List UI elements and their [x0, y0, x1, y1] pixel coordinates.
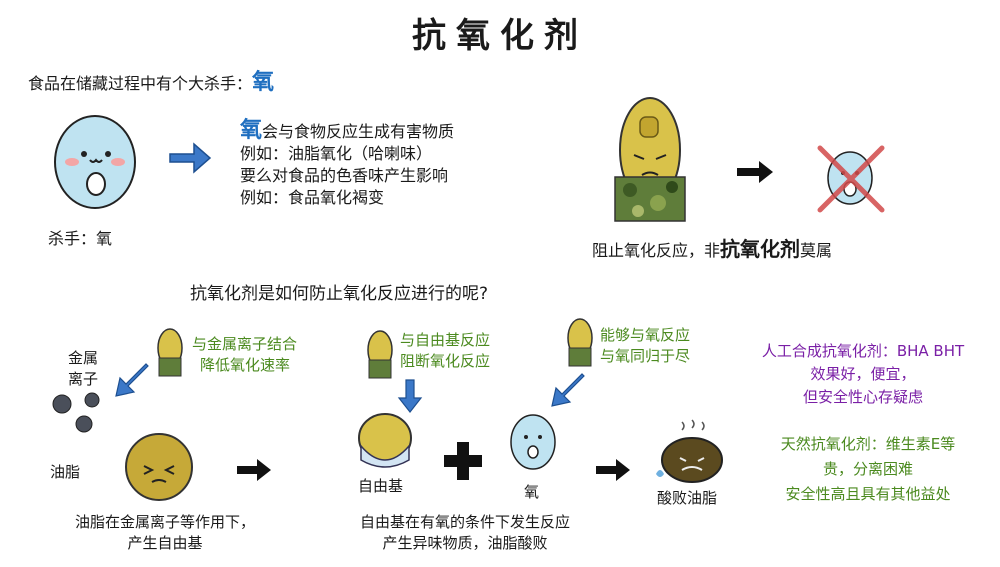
- mechanism-oxygen: 能够与氧反应 与氧同归于尽: [600, 326, 691, 365]
- mechanism-metal: 与金属离子结合 降低氧化速率: [192, 335, 298, 374]
- mechanism-radical: 与自由基反应 阻断氧化反应: [400, 331, 491, 370]
- natural-antioxidant-note: 天然抗氧化剂：维生素E等 贵，分离困难 安全性高且具有其他益处: [780, 435, 956, 503]
- synthetic-antioxidant-note: 人工合成抗氧化剂：BHA BHT 效果好，便宜， 但安全性心存疑虑: [761, 342, 965, 406]
- rancid-fat-label: 酸败油脂: [657, 489, 718, 507]
- intro-highlight: 氧: [252, 70, 275, 95]
- fat-droplet-icon: [125, 433, 193, 501]
- free-radical-label: 自由基: [358, 477, 404, 495]
- arrow-down-left-icon: [551, 373, 585, 407]
- arrow-right-icon: [596, 459, 630, 481]
- arrow-right-icon: [237, 459, 271, 481]
- intro-text: 食品在储藏过程中有个大杀手：: [28, 74, 253, 93]
- effects-line-3: 要么对食品的色香味产生影响: [240, 166, 449, 185]
- free-radical-icon: [358, 413, 412, 468]
- oxygen-label: 氧: [524, 483, 540, 501]
- effects-block: 氧会与食物反应生成有害物质 例如：油脂氧化（哈喇味） 要么对食品的色香味产生影响…: [240, 120, 454, 209]
- oxygen-crossed-icon: [817, 145, 885, 213]
- effects-line-2: 例如：油脂氧化（哈喇味）: [240, 144, 433, 163]
- antioxidant-small-icon: [567, 318, 593, 367]
- caption-middle: 自由基在有氧的条件下发生反应 产生异味物质，油脂酸败: [359, 513, 570, 552]
- arrow-down-left-icon: [115, 363, 149, 397]
- intro-line: 食品在储藏过程中有个大杀手：氧: [28, 72, 274, 95]
- metal-ion-icon: [52, 392, 100, 433]
- effects-highlight: 氧: [240, 118, 263, 143]
- effects-line-1: 氧会与食物反应生成有害物质: [240, 118, 455, 143]
- antioxidant-small-icon: [367, 330, 393, 379]
- fat-label: 油脂: [50, 463, 81, 481]
- arrow-down-icon: [397, 379, 423, 413]
- arrow-right-icon: [737, 161, 773, 183]
- caption-left: 油脂在金属离子等作用下， 产生自由基: [74, 513, 255, 552]
- page-title: 抗氧化剂: [412, 16, 588, 56]
- rancid-fat-icon: [656, 419, 723, 483]
- oxygen-character-icon: [54, 115, 136, 209]
- block-caption-highlight: 抗氧化剂: [720, 237, 801, 261]
- killer-label: 杀手：氧: [48, 229, 113, 248]
- metal-ion-label: 金属 离子: [68, 349, 99, 388]
- arrow-right-icon: [169, 142, 212, 174]
- antioxidant-small-icon: [157, 328, 183, 377]
- block-caption: 阻止氧化反应，非抗氧化剂莫属: [592, 237, 833, 261]
- oxygen-small-icon: [510, 414, 556, 470]
- antioxidant-soldier-icon: [614, 97, 686, 222]
- effects-line-4: 例如：食品氧化褐变: [240, 188, 385, 207]
- question-heading: 抗氧化剂是如何防止氧化反应进行的呢?: [190, 284, 489, 304]
- plus-icon: [444, 442, 482, 480]
